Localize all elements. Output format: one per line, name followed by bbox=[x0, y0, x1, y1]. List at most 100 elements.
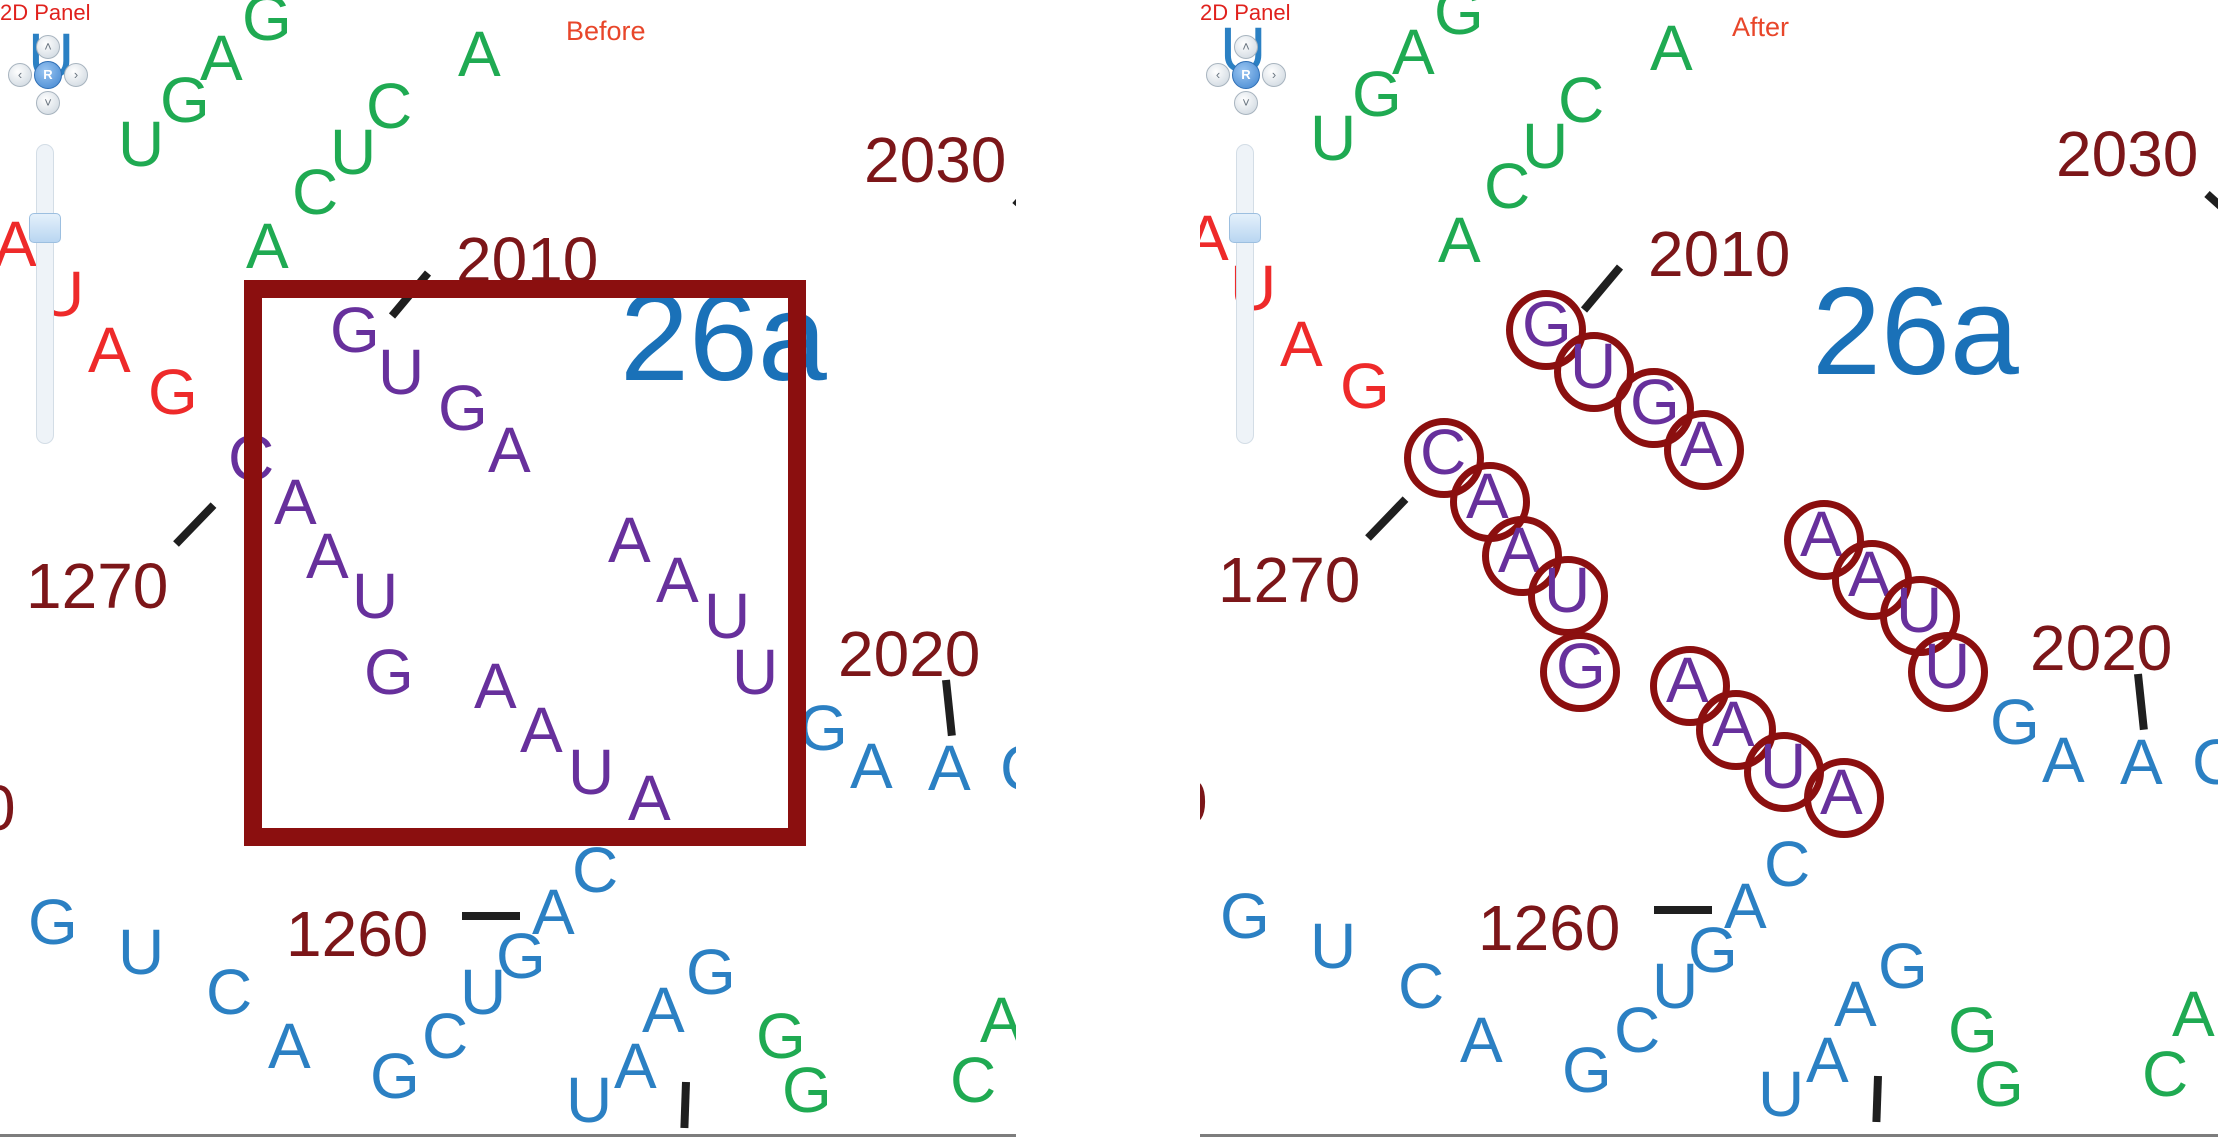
panel-bottom-border bbox=[0, 1134, 1016, 1137]
nucleotide-a: A bbox=[1724, 870, 1767, 942]
nucleotide-g: G bbox=[330, 294, 380, 366]
nucleotide-g: G bbox=[1352, 58, 1402, 130]
highlight-ring bbox=[1804, 758, 1884, 838]
nucleotide-g: G bbox=[160, 64, 210, 136]
number-tick-line bbox=[1012, 197, 1016, 224]
nucleotide-g: G bbox=[1688, 914, 1738, 986]
nucleotide-u: U bbox=[1310, 102, 1357, 174]
nucleotide-c: C bbox=[2192, 726, 2218, 798]
nucleotide-a: A bbox=[246, 210, 289, 282]
nucleotide-a: A bbox=[980, 984, 1016, 1056]
nucleotide-g: G bbox=[1948, 994, 1998, 1066]
zoom-slider[interactable] bbox=[29, 144, 61, 444]
navigation-pad[interactable]: ˄ ˅ ‹ › R bbox=[6, 33, 90, 117]
number-tick-line bbox=[1654, 906, 1712, 914]
panel-bottom-border bbox=[1200, 1134, 2218, 1137]
nucleotide-c: C bbox=[950, 1044, 997, 1116]
nucleotide-g: G bbox=[1340, 350, 1390, 422]
nucleotide-a: A bbox=[1280, 308, 1323, 380]
number-tick-line bbox=[1580, 264, 1624, 313]
nucleotide-u: U bbox=[568, 736, 615, 808]
number-tick-line bbox=[173, 502, 217, 547]
zoom-slider[interactable] bbox=[1229, 144, 1261, 444]
nucleotide-a: A bbox=[1834, 968, 1877, 1040]
nucleotide-a: A bbox=[88, 314, 131, 386]
highlight-ring bbox=[1404, 418, 1484, 498]
nucleotide-u: U bbox=[118, 108, 165, 180]
nucleotide-c: C bbox=[1614, 994, 1661, 1066]
nucleotide-a: A bbox=[608, 504, 651, 576]
navigation-pad[interactable]: ˄ ˅ ‹ › R bbox=[1204, 33, 1288, 117]
nucleotide-g: G bbox=[782, 1054, 832, 1126]
highlight-ring bbox=[1540, 632, 1620, 712]
nucleotide-g: G bbox=[370, 1040, 420, 1112]
rna-diagram-after: UUGAGACUCAAUAGGUGACAAUGAAUAAAUUGAACCAGUC… bbox=[1200, 0, 2218, 1137]
nucleotide-u: U bbox=[732, 636, 779, 708]
chevron-down-icon[interactable]: ˅ bbox=[1234, 91, 1258, 115]
zoom-slider-thumb[interactable] bbox=[1229, 213, 1261, 243]
chevron-right-icon[interactable]: › bbox=[64, 63, 88, 87]
residue-number: 1260 bbox=[1478, 892, 1621, 964]
nucleotide-u: U bbox=[566, 1064, 613, 1136]
nucleotide-g: G bbox=[756, 1000, 806, 1072]
nucleotide-g: G bbox=[1562, 1034, 1612, 1106]
nucleotide-a: A bbox=[306, 520, 349, 592]
residue-number: 1270 bbox=[26, 550, 169, 622]
nucleotide-a: A bbox=[2042, 724, 2085, 796]
nucleotide-u: U bbox=[378, 336, 425, 408]
highlight-box bbox=[244, 280, 806, 846]
chevron-up-icon[interactable]: ˄ bbox=[36, 35, 60, 59]
nucleotide-a: A bbox=[2172, 978, 2215, 1050]
nucleotide-a: A bbox=[1650, 12, 1693, 84]
nucleotide-g: G bbox=[28, 886, 78, 958]
before-panel: UUGAGACUCAAUAGGUGACAAUGAAUAAAUUGAACCAGUC… bbox=[0, 0, 1016, 1137]
panel-title: Before bbox=[566, 16, 646, 46]
highlight-ring bbox=[1664, 410, 1744, 490]
chevron-left-icon[interactable]: ‹ bbox=[8, 63, 32, 87]
nucleotide-a: A bbox=[2120, 726, 2163, 798]
nucleotide-g: G bbox=[438, 372, 488, 444]
nucleotide-c: C bbox=[572, 834, 619, 906]
nucleotide-g: G bbox=[798, 692, 848, 764]
nucleotide-a: A bbox=[1392, 16, 1435, 88]
panel-label: 2D Panel bbox=[1200, 0, 1291, 25]
nucleotide-a: A bbox=[1200, 202, 1229, 274]
residue-number: 2020 bbox=[2030, 612, 2173, 684]
nucleotide-c: C bbox=[1764, 828, 1811, 900]
nucleotide-a: A bbox=[1438, 204, 1481, 276]
number-tick-line bbox=[1872, 1075, 1882, 1123]
nucleotide-a: A bbox=[628, 762, 671, 834]
residue-number: 2030 bbox=[864, 124, 1007, 196]
highlight-ring bbox=[1908, 632, 1988, 712]
nucleotide-a: A bbox=[474, 650, 517, 722]
nucleotide-g: G bbox=[496, 920, 546, 992]
highlight-ring bbox=[1528, 556, 1608, 636]
nucleotide-a: A bbox=[850, 730, 893, 802]
nucleotide-a: A bbox=[1460, 1004, 1503, 1076]
highlight-ring bbox=[1696, 690, 1776, 770]
zoom-slider-thumb[interactable] bbox=[29, 213, 61, 243]
chevron-left-icon[interactable]: ‹ bbox=[1206, 63, 1230, 87]
nucleotide-a: A bbox=[614, 1030, 657, 1102]
nucleotide-c: C bbox=[422, 1000, 469, 1072]
chevron-up-icon[interactable]: ˄ bbox=[1234, 35, 1258, 59]
residue-number: 2010 bbox=[1648, 218, 1791, 290]
nucleotide-u: U bbox=[460, 956, 507, 1028]
nucleotide-g: G bbox=[364, 636, 414, 708]
nucleotide-a: A bbox=[1806, 1024, 1849, 1096]
reset-view-button[interactable]: R bbox=[34, 61, 62, 89]
nucleotide-c: C bbox=[1484, 150, 1531, 222]
nucleotide-u: U bbox=[1758, 1058, 1805, 1130]
nucleotide-c: C bbox=[206, 956, 253, 1028]
chevron-down-icon[interactable]: ˅ bbox=[36, 91, 60, 115]
highlight-ring bbox=[1554, 332, 1634, 412]
nucleotide-u: U bbox=[352, 560, 399, 632]
panel-label: 2D Panel bbox=[0, 0, 91, 25]
nucleotide-u: U bbox=[330, 116, 377, 188]
nucleotide-c: C bbox=[1558, 64, 1605, 136]
nucleotide-a: A bbox=[532, 876, 575, 948]
reset-view-button[interactable]: R bbox=[1232, 61, 1260, 89]
number-tick-line bbox=[462, 912, 520, 920]
residue-number: 1270 bbox=[1218, 544, 1361, 616]
chevron-right-icon[interactable]: › bbox=[1262, 63, 1286, 87]
